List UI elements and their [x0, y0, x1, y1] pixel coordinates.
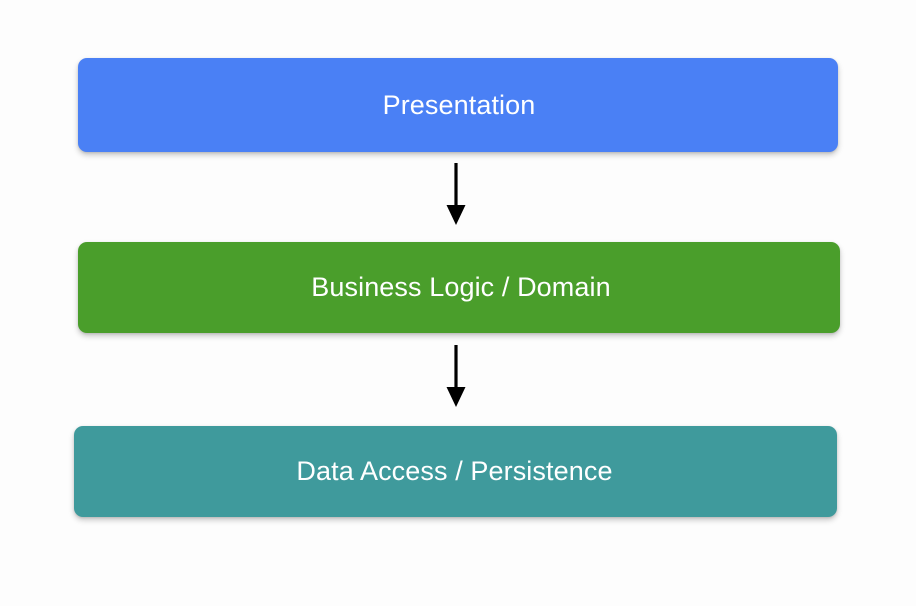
layer-box-presentation[interactable]: Presentation: [78, 58, 838, 152]
arrow-down-icon-business-to-data: [440, 345, 472, 407]
arrow-down-icon-presentation-to-business: [440, 163, 472, 225]
arrow-down-glyph: [446, 345, 466, 407]
arrow-down-glyph: [446, 163, 466, 225]
layer-box-data-access[interactable]: Data Access / Persistence: [74, 426, 837, 517]
layer-label-business-logic: Business Logic / Domain: [311, 272, 611, 302]
layer-label-presentation: Presentation: [382, 89, 536, 120]
layer-label-data-access: Data Access / Persistence: [296, 456, 613, 486]
layer-box-business-logic[interactable]: Business Logic / Domain: [78, 242, 840, 333]
